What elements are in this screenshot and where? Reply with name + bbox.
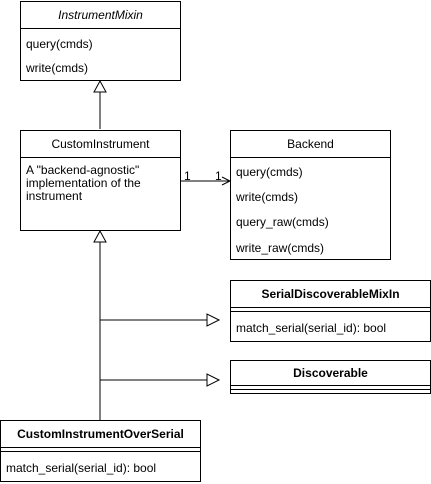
compartment-divider [231, 389, 430, 390]
method-query: query(cmds) [236, 165, 303, 179]
class-custom-instrument[interactable]: CustomInstrument A "backend-agnostic" im… [20, 130, 181, 231]
class-instrument-mixin[interactable]: InstrumentMixin query(cmds) write(cmds) [20, 1, 181, 81]
method-write-raw: write_raw(cmds) [236, 241, 325, 255]
method-match-serial: match_serial(serial_id): bool [6, 461, 157, 475]
compartment-divider [1, 451, 200, 452]
realization-arrowhead-serialmixin [206, 313, 221, 327]
class-custom-instrument-over-serial[interactable]: CustomInstrumentOverSerial match_serial(… [0, 420, 201, 482]
class-name: CustomInstrumentOverSerial [1, 421, 200, 448]
source-multiplicity: 1 [184, 169, 191, 183]
class-name: SerialDiscoverableMixIn [231, 281, 430, 308]
class-discoverable[interactable]: Discoverable [230, 360, 431, 394]
target-multiplicity: 1 [215, 169, 222, 183]
inheritance-arrowhead-custominstrument [93, 229, 107, 243]
class-name: CustomInstrument [21, 131, 180, 158]
class-backend[interactable]: Backend query(cmds) write(cmds) query_ra… [230, 130, 391, 260]
class-serial-discoverable-mixin[interactable]: SerialDiscoverableMixIn match_serial(ser… [230, 280, 431, 342]
class-name: Backend [231, 131, 390, 158]
method-write: write(cmds) [236, 190, 298, 204]
class-name: InstrumentMixin [21, 2, 180, 29]
method-match-serial: match_serial(serial_id): bool [236, 321, 387, 335]
class-description: A "backend-agnostic" implementation of t… [26, 163, 141, 203]
inheritance-arrowhead-instrumentmixin [93, 79, 107, 93]
compartment-divider [231, 311, 430, 312]
class-name: Discoverable [231, 361, 430, 386]
method-query: query(cmds) [26, 37, 93, 51]
method-query-raw: query_raw(cmds) [236, 215, 329, 229]
method-write: write(cmds) [26, 61, 88, 75]
realization-arrowhead-discoverable [206, 373, 221, 387]
